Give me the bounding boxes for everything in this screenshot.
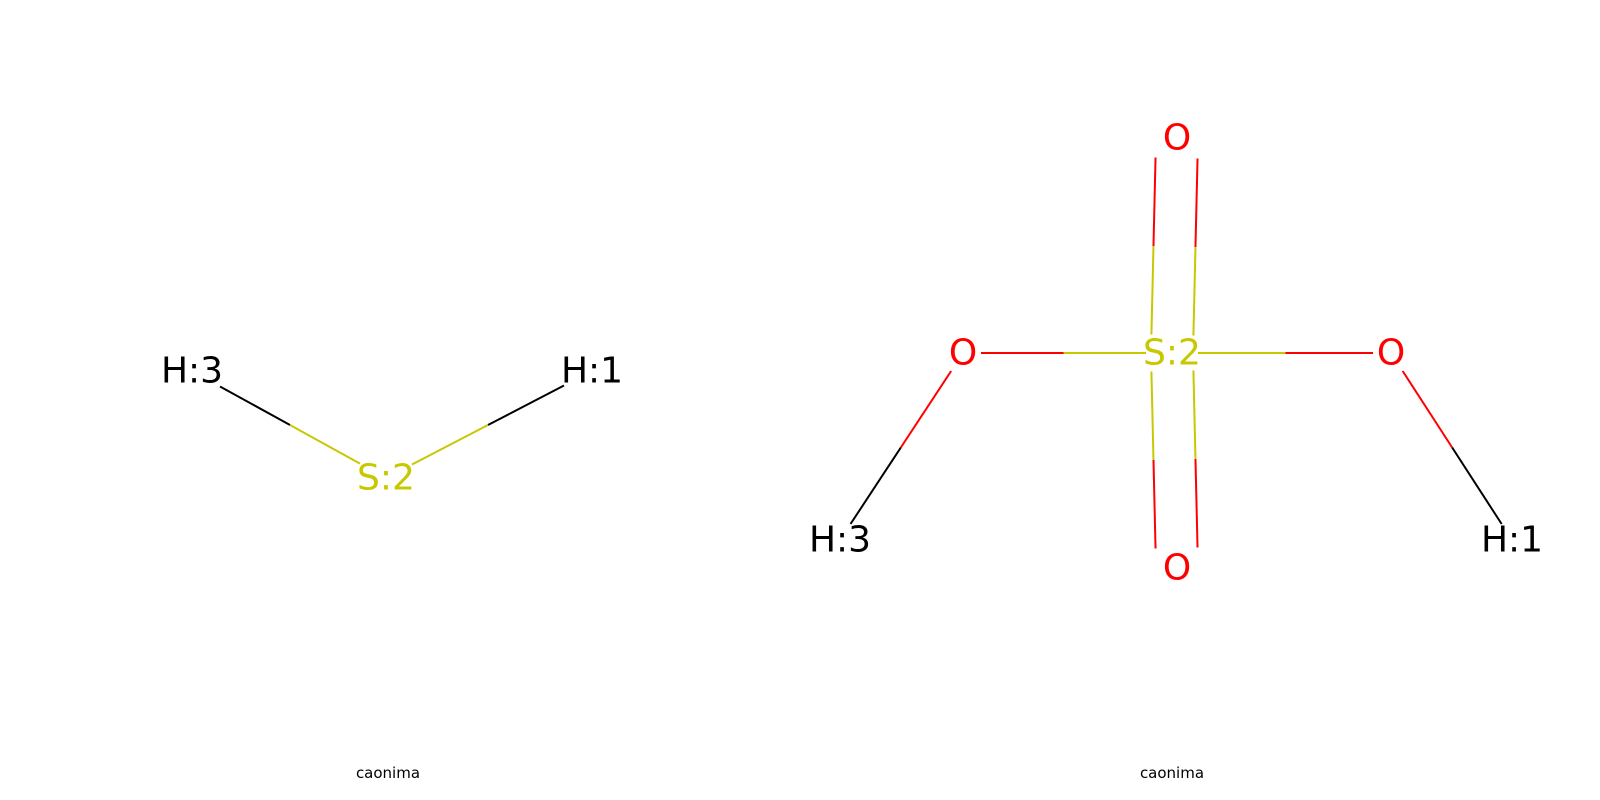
molecule-legend: caonima: [356, 764, 420, 782]
bond-s-o-line-a-second-half: [1194, 158, 1199, 248]
atom-label-o: O: [1377, 333, 1405, 374]
bond-o-h-first-half: [1401, 370, 1453, 449]
atom-label-h: H:3: [809, 520, 871, 561]
bond-s-o-line-b-second-half: [1152, 157, 1157, 247]
molecule-legend: caonima: [1140, 764, 1204, 782]
bond-s-o-line-a-first-half: [1192, 246, 1197, 336]
atom-label-h: H:3: [161, 351, 223, 392]
bond-o-h-first-half: [900, 370, 952, 449]
atom-label-h: H:1: [1481, 520, 1543, 561]
bond-s-o-line-b-first-half: [1150, 245, 1155, 335]
atom-layer: H:3 H:1S:2: [161, 351, 623, 499]
atom-label-s: S:2: [357, 458, 415, 499]
bond-o-h-second-half: [1451, 446, 1503, 525]
bond-h-s-first-half: [487, 384, 565, 426]
bond-s-o-line-a-second-half: [1152, 459, 1157, 549]
bond-layer: [849, 157, 1503, 549]
bond-s-o-line-b-first-half: [1192, 370, 1197, 460]
atom-label-o: O: [1163, 118, 1191, 159]
bond-h-s-second-half: [411, 424, 489, 466]
bond-o-h-second-half: [849, 446, 902, 525]
bond-h-s-first-half: [219, 385, 291, 426]
bond-h-s-second-half: [289, 424, 361, 465]
atom-label-o: O: [1163, 548, 1191, 589]
bond-s-o-line-a-first-half: [1150, 371, 1155, 461]
molecule-hydrogen-sulfide: H:3 H:1S:2 caonima: [161, 351, 623, 783]
bond-s-o-line-b-second-half: [1194, 458, 1199, 548]
atom-label-s: S:2: [1143, 333, 1201, 374]
atom-label-o: O: [949, 333, 977, 374]
bond-layer: [219, 384, 565, 466]
atom-label-h: H:1: [561, 351, 623, 392]
